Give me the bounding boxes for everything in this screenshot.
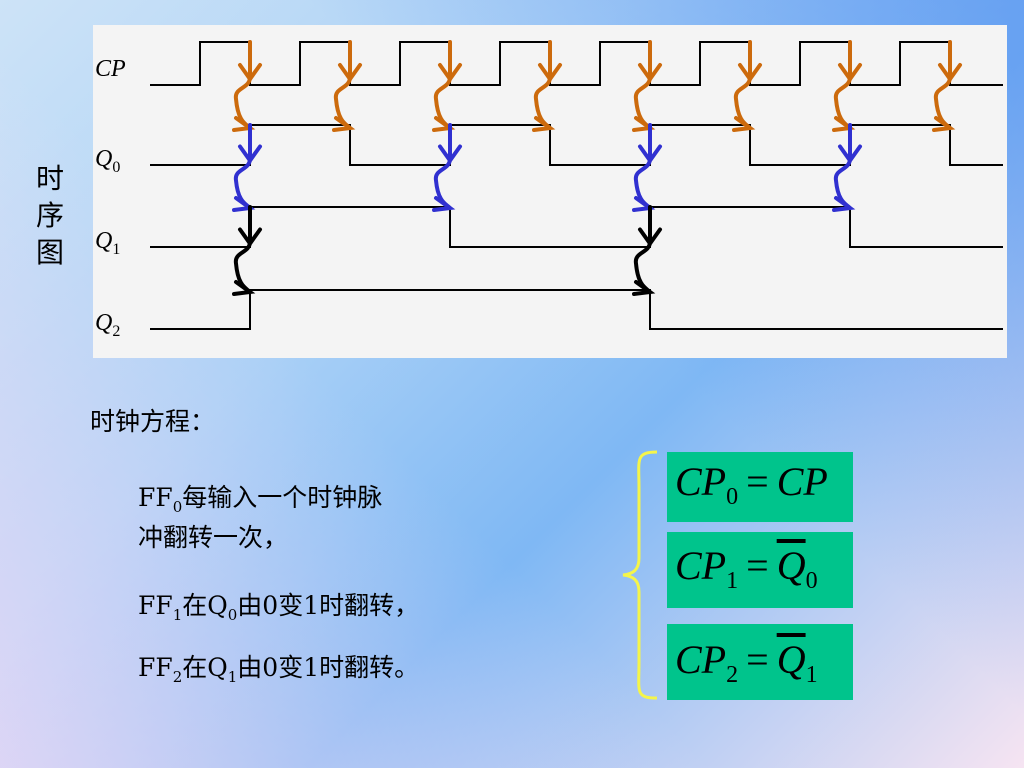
cp-causal-arrow-7-head [938, 63, 962, 83]
cp-causal-arrow-5-head [738, 63, 762, 83]
q1-causal-arrow-1-head [638, 227, 662, 247]
cp-causal-arrow-5-tail-head [732, 116, 756, 132]
q0-causal-arrow-0 [233, 123, 252, 210]
q1-causal-arrow-1-tail-head [632, 280, 656, 296]
cp-causal-arrow-1 [333, 40, 352, 130]
cp-label: CP [95, 56, 126, 82]
q0-causal-arrow-2-head [638, 144, 662, 164]
q0-causal-arrow-3-head [838, 144, 862, 164]
equation-cp1: CP1=Q0 [667, 532, 853, 608]
ff1-description: FF1在Q0由0变1时翻转， [138, 591, 420, 624]
timing-diagram-side-label: 时序图 [35, 162, 64, 269]
cp-causal-arrow-4-head [638, 63, 662, 83]
q0-causal-arrow-1-tail-head [432, 196, 456, 212]
q0-causal-arrow-0-head [238, 144, 262, 164]
q0-causal-arrow-1-head [438, 144, 462, 164]
q0-causal-arrow-3-tail-head [832, 196, 856, 212]
cp-causal-arrow-6-head [838, 63, 862, 83]
q0-causal-arrow-3 [833, 123, 852, 210]
q0-causal-arrow-2 [633, 123, 652, 210]
brace-path [622, 450, 658, 700]
cp-causal-arrow-2 [433, 40, 452, 130]
equation-cp2: CP2=Q1 [667, 624, 853, 700]
q2-label: Q2 [95, 310, 121, 340]
equation-cp0: CP0=CP [667, 452, 853, 522]
cp-causal-arrow-3 [533, 40, 552, 130]
q1-causal-arrow-0 [233, 205, 252, 294]
q1-causal-arrow-0-head [238, 227, 262, 247]
equation-brace [622, 450, 658, 700]
cp-causal-arrow-2-head [438, 63, 462, 83]
ff2-description: FF2在Q1由0变1时翻转。 [138, 653, 420, 686]
q1-waveform [150, 206, 1003, 248]
cp-causal-arrow-0-head [238, 63, 262, 83]
q0-waveform [150, 124, 1003, 166]
q1-causal-arrow-0-tail-head [232, 280, 256, 296]
cp-causal-arrow-3-tail-head [532, 116, 556, 132]
ff0-description: FF0每输入一个时钟脉 [138, 483, 383, 516]
cp-causal-arrow-4 [633, 40, 652, 130]
cp-causal-arrow-6 [833, 40, 852, 130]
q0-causal-arrow-1 [433, 123, 452, 210]
q1-causal-arrow-1 [633, 205, 652, 294]
q0-label: Q0 [95, 146, 121, 176]
q1-label: Q1 [95, 228, 121, 258]
cp-causal-arrow-5 [733, 40, 752, 130]
clock-equation-heading: 时钟方程： [90, 407, 216, 436]
q2-waveform [150, 289, 1003, 330]
ff0-description-line2: 冲翻转一次， [138, 523, 289, 552]
cp-causal-arrow-1-tail-head [332, 116, 356, 132]
cp-causal-arrow-7 [933, 40, 952, 130]
cp-causal-arrow-7-tail-head [932, 116, 956, 132]
cp-causal-arrow-1-head [338, 63, 362, 83]
cp-causal-arrow-0 [233, 40, 252, 130]
cp-waveform [150, 41, 1003, 86]
cp-causal-arrow-3-head [538, 63, 562, 83]
